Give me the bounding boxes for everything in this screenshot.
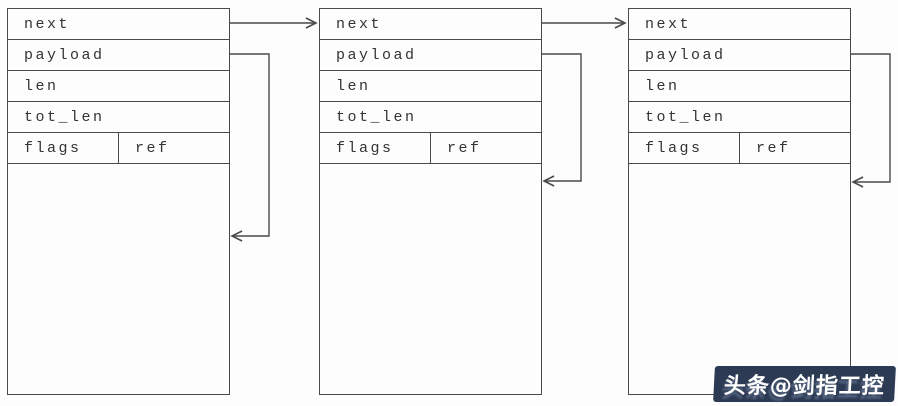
field-next-label: next: [336, 15, 383, 33]
field-next-label: next: [24, 15, 71, 33]
arrow-payload-node2-to-data: [542, 53, 582, 181]
pbuf-node-2: next payload len tot_len flags ref: [319, 8, 542, 395]
arrow-payload-node1-to-data: [230, 53, 270, 236]
field-payload-label: payload: [24, 46, 105, 64]
field-ref: ref: [430, 133, 541, 163]
data-area: [8, 164, 229, 394]
field-next: next: [320, 9, 541, 40]
field-tot-len: tot_len: [8, 102, 229, 133]
field-flags-label: flags: [24, 139, 82, 157]
field-payload: payload: [8, 40, 229, 71]
field-flags-ref: flags ref: [8, 133, 229, 164]
field-ref-label: ref: [135, 139, 170, 157]
field-tot-len: tot_len: [320, 102, 541, 133]
field-ref-label: ref: [447, 139, 482, 157]
field-tot-len-label: tot_len: [24, 108, 105, 126]
field-payload: payload: [629, 40, 850, 71]
pbuf-node-3: next payload len tot_len flags ref: [628, 8, 851, 395]
field-flags-ref: flags ref: [629, 133, 850, 164]
field-flags-ref: flags ref: [320, 133, 541, 164]
field-len-label: len: [336, 77, 371, 95]
field-ref: ref: [739, 133, 850, 163]
field-payload-label: payload: [336, 46, 417, 64]
field-next: next: [629, 9, 850, 40]
field-payload-label: payload: [645, 46, 726, 64]
data-area: [320, 164, 541, 394]
field-flags: flags: [320, 133, 430, 163]
field-ref: ref: [118, 133, 229, 163]
data-area: [629, 164, 850, 394]
field-next-label: next: [645, 15, 692, 33]
arrow-payload-node3-to-data: [851, 53, 891, 182]
field-payload: payload: [320, 40, 541, 71]
field-len-label: len: [645, 77, 680, 95]
field-flags: flags: [8, 133, 118, 163]
field-len: len: [8, 71, 229, 102]
watermark-badge: 头条@剑指工控: [713, 366, 896, 402]
field-next: next: [8, 9, 229, 40]
pbuf-node-1: next payload len tot_len flags ref: [7, 8, 230, 395]
watermark-text: 头条@剑指工控: [723, 374, 886, 399]
field-tot-len-label: tot_len: [645, 108, 726, 126]
field-len: len: [320, 71, 541, 102]
field-flags-label: flags: [645, 139, 703, 157]
field-tot-len-label: tot_len: [336, 108, 417, 126]
field-len-label: len: [24, 77, 59, 95]
field-tot-len: tot_len: [629, 102, 850, 133]
field-len: len: [629, 71, 850, 102]
field-flags: flags: [629, 133, 739, 163]
field-flags-label: flags: [336, 139, 394, 157]
field-ref-label: ref: [756, 139, 791, 157]
